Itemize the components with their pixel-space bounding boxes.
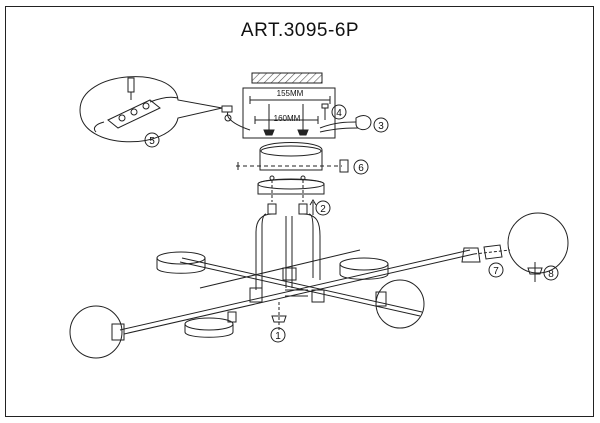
lamp-socket [461,247,481,263]
frame-arch-right [302,213,321,280]
step-4-label: 4 [336,108,342,119]
supply-wire-right [319,121,357,129]
supply-wire-left [226,111,251,131]
step-7-label: 7 [493,266,499,277]
step-3-marker [373,117,389,133]
disc-shade-left [156,251,206,274]
center-hub [282,267,297,281]
screw-8 [527,267,543,275]
step-6-label: 6 [358,163,364,174]
step-6-marker [353,159,369,175]
arm-short [199,249,361,289]
step-2-marker [315,200,331,216]
bulb [483,244,503,260]
step-1-label: 1 [275,331,281,342]
step-8-label: 8 [548,269,554,280]
mounting-screws [263,112,309,136]
wire-connector-3 [355,115,372,131]
step-5-label: 5 [149,136,155,147]
step-3-label: 3 [378,121,384,132]
globe-left [69,305,123,359]
screw-6 [339,159,349,173]
disc-shade-right [339,257,389,280]
detail-callout-bubble [79,76,223,143]
step-4-marker [331,104,347,120]
globe-detached [507,212,569,274]
disc-shade-front [184,317,234,338]
canopy-cup [257,179,325,195]
lift-arrow [309,199,317,206]
step-1-marker [270,327,286,343]
width-dimension-label: 155MM [277,89,304,98]
canopy [259,142,323,171]
step-8-marker [543,265,559,281]
ground-screw [221,105,233,113]
mounting-plate [242,87,336,139]
sheet-border [5,6,594,417]
step-2-label: 2 [320,204,326,215]
step-7-marker [488,262,504,278]
step-5-marker [144,132,160,148]
globe-center [375,279,425,329]
spacing-dimension-label: 160MM [274,114,301,123]
screw-4 [321,103,329,109]
arm-long-back [179,261,421,317]
page-title: ART.3095-6P [240,20,360,41]
ceiling-hatch [251,72,323,84]
frame-arch-left [255,213,273,290]
terminal-block-detail [93,77,179,133]
